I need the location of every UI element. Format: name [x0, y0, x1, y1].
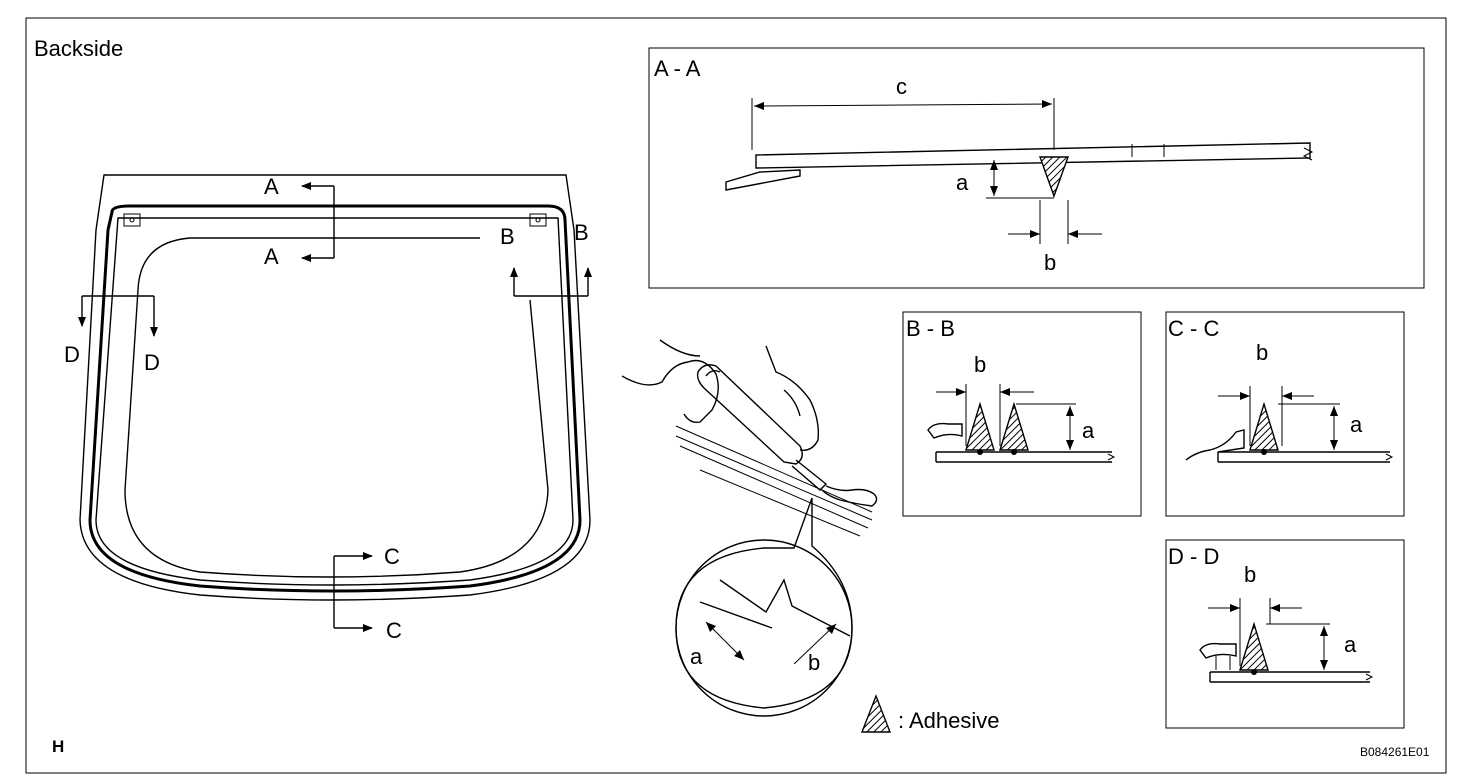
- adhesive-bead-b2: [999, 401, 1029, 451]
- view-d-d-label-a: a: [1344, 632, 1357, 657]
- svg-text:D: D: [64, 342, 80, 367]
- detail-label-b: b: [808, 650, 820, 675]
- corner-label: H: [52, 737, 64, 756]
- svg-text:A: A: [264, 174, 279, 199]
- adhesive-bead-b1: [965, 401, 995, 451]
- view-a-a-label-b: b: [1044, 250, 1056, 275]
- view-a-a-label-a: a: [956, 170, 969, 195]
- view-d-d: D - D b a: [1165, 539, 1405, 729]
- adhesive-bead-a: [1039, 156, 1069, 199]
- section-marker-c: C C: [333, 544, 402, 643]
- view-a-a-frame: [648, 47, 1425, 289]
- section-marker-a: A A: [264, 174, 335, 269]
- svg-text:C: C: [384, 544, 400, 569]
- view-a-a-label-c: c: [896, 74, 907, 99]
- svg-text:D: D: [144, 350, 160, 375]
- view-c-c-title: C - C: [1168, 316, 1219, 341]
- view-c-c: C - C b a: [1165, 311, 1405, 517]
- section-marker-d: D D: [64, 295, 160, 375]
- back-glass-outline: [79, 174, 591, 601]
- legend-text: : Adhesive: [898, 708, 1000, 733]
- view-d-d-frame: [1165, 539, 1405, 729]
- adhesive-legend-icon: [860, 694, 892, 733]
- view-a-a-title: A - A: [654, 56, 701, 81]
- view-c-c-label-a: a: [1350, 412, 1363, 437]
- view-d-d-label-b: b: [1244, 562, 1256, 587]
- view-b-b-label-a: a: [1082, 418, 1095, 443]
- legend: : Adhesive: [860, 694, 1000, 733]
- section-marker-b: B B: [500, 220, 592, 297]
- outer-frame: [25, 17, 1447, 774]
- svg-text:B: B: [574, 220, 589, 245]
- svg-text:A: A: [264, 244, 279, 269]
- applicator-illustration: [621, 339, 878, 537]
- adhesive-bead-c: [1249, 401, 1279, 451]
- view-a-a: A - A c a b: [648, 47, 1425, 289]
- view-b-b: B - B b a: [902, 311, 1142, 517]
- view-d-d-title: D - D: [1168, 544, 1219, 569]
- view-c-c-frame: [1165, 311, 1405, 517]
- svg-text:B: B: [500, 224, 515, 249]
- adhesive-bead-d: [1239, 621, 1269, 671]
- detail-label-a: a: [690, 644, 703, 669]
- view-b-b-label-b: b: [974, 352, 986, 377]
- view-b-b-frame: [902, 311, 1142, 517]
- page-title: Backside: [34, 36, 123, 61]
- view-b-b-title: B - B: [906, 316, 955, 341]
- detail-callout: a b: [675, 497, 853, 717]
- view-c-c-label-b: b: [1256, 340, 1268, 365]
- svg-text:C: C: [386, 618, 402, 643]
- figure-id: B084261E01: [1360, 745, 1430, 759]
